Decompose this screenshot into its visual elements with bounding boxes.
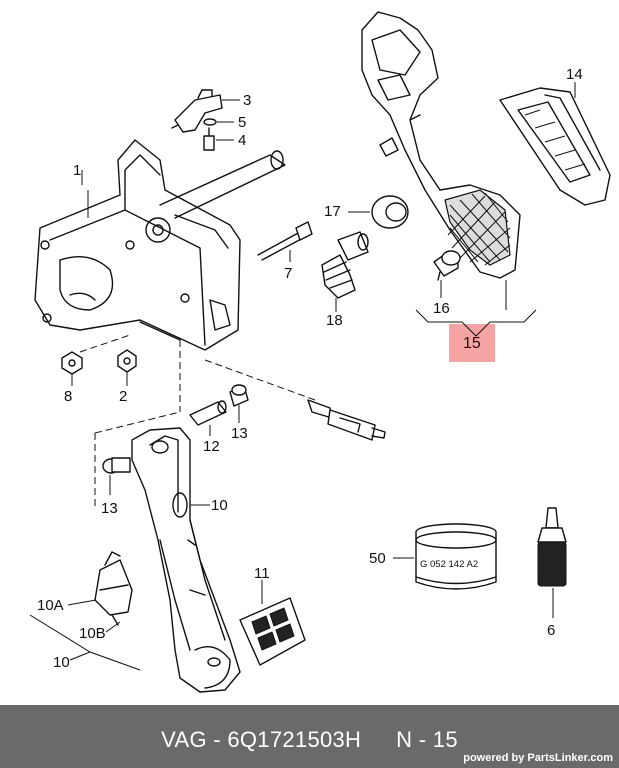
washer-part [203,118,217,126]
nut-8-part [61,351,83,375]
spring-clip-part [94,551,133,626]
label-7: 7 [284,265,293,282]
label-10a: 10A [37,597,64,614]
label-10b: 10B [79,625,106,642]
label-10-bottom: 10 [53,654,70,671]
position-label: N [396,727,413,752]
brand-text: VAG [161,727,207,752]
label-8: 8 [64,388,73,405]
highlight-box-15 [449,324,495,362]
label-6: 6 [547,622,556,639]
rubber-buffer-part [371,195,409,229]
label-5: 5 [238,114,247,131]
bracket-clip-part [171,89,223,133]
stop-plug-part [433,250,461,281]
part-number: 6Q1721503H [227,727,362,752]
label-12: 12 [203,438,220,455]
label-15: 15 [463,335,481,352]
long-bolt-part [257,221,313,261]
label-10: 10 [211,497,228,514]
label-4: 4 [238,132,247,149]
pedal-pad-11-part [239,597,306,666]
powered-by-link[interactable]: powered by PartsLinker.com [463,752,613,764]
bushing-sleeve-part [189,400,227,426]
grease-tub-label: G 052 142 A2 [420,559,479,570]
label-16: 16 [433,300,450,317]
separator: - [418,727,427,752]
nut-2-part [117,349,137,373]
label-2: 2 [119,388,128,405]
label-1: 1 [73,162,82,179]
label-3: 3 [243,92,252,109]
separator: - [213,727,221,752]
bushing-13-left-part [102,457,131,474]
label-13-left: 13 [101,500,118,517]
label-14: 14 [566,66,583,83]
label-18: 18 [326,312,343,329]
pedal-bracket-part [34,139,286,351]
clutch-pedal-part [131,427,241,693]
position-number: 15 [432,727,458,752]
label-11: 11 [254,565,270,582]
bushing-13-top-part [229,384,249,407]
push-rod-assembly [307,399,386,441]
label-17: 17 [324,203,341,220]
accelerator-pad-14-part [499,87,611,206]
rubber-boot-part [321,231,369,299]
grease-tub-part [415,523,497,590]
label-13-top: 13 [231,425,248,442]
sealant-tube-part [537,507,567,587]
label-50: 50 [369,550,386,567]
exploded-parts-diagram [29,11,611,693]
bolt-small-part [203,127,215,151]
part-info-footer: VAG - 6Q1721503H N - 15 powered by Parts… [0,705,619,768]
part-title: VAG - 6Q1721503H N - 15 [0,727,619,753]
accelerator-pedal-module [361,11,521,279]
